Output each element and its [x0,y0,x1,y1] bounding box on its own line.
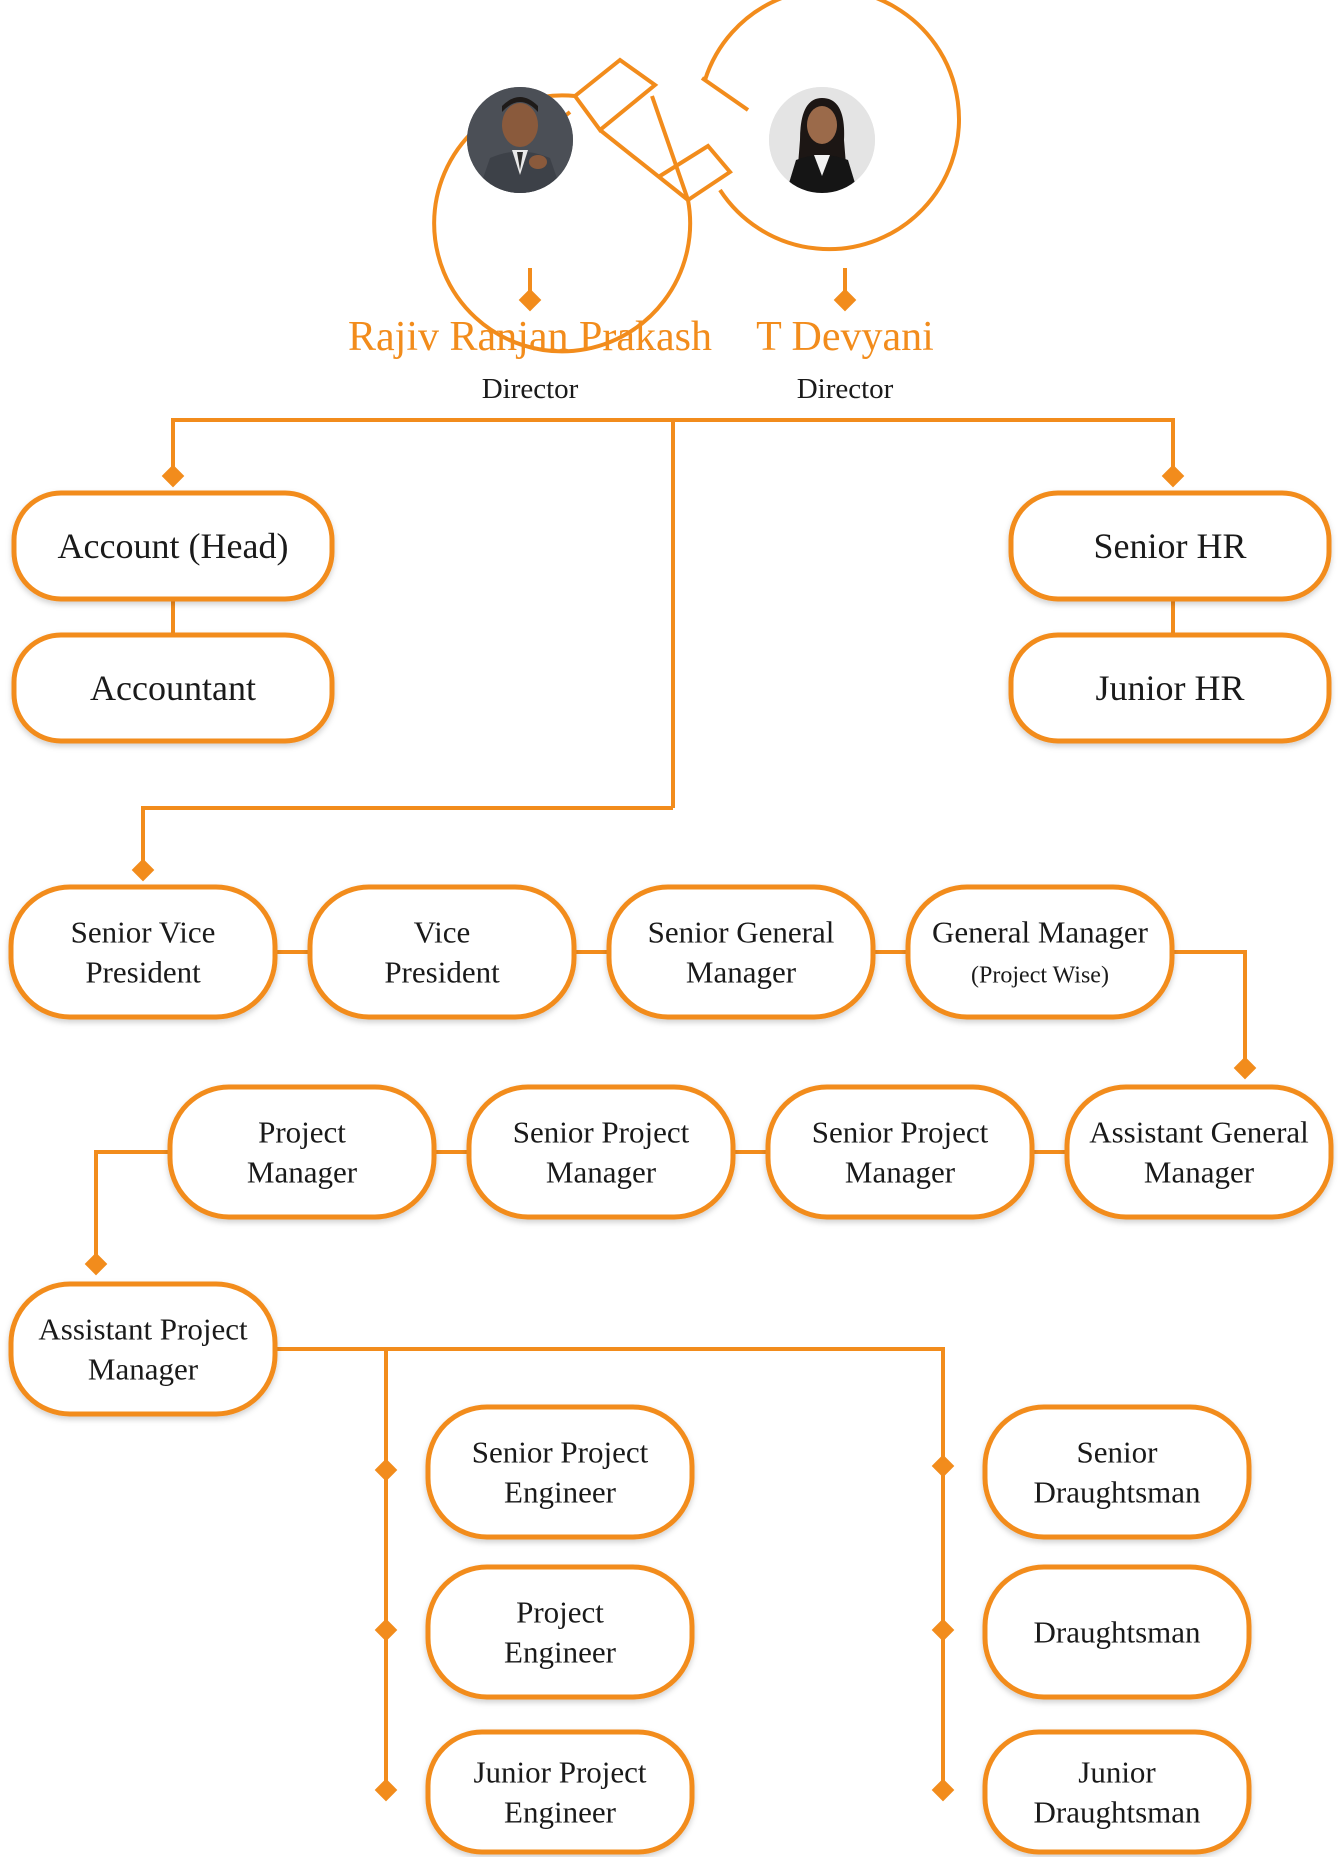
node-label: Manager [88,1351,199,1386]
node-box [606,884,876,1020]
node-label: Manager [247,1154,358,1189]
node-label: Account (Head) [58,526,289,566]
node-box [425,1404,695,1540]
node-label: Project [516,1595,604,1630]
node-label: Draughtsman [1033,1615,1201,1650]
connector-diamonds [84,464,1257,1802]
node-label: Senior Project [472,1435,649,1470]
node-label: Manager [1144,1154,1255,1189]
node-draughtsman: Draughtsman [982,1564,1252,1700]
node-box [167,1084,437,1220]
node-box [982,1729,1252,1855]
node-box [8,884,278,1020]
node-box [765,1084,1035,1220]
node-box [425,1729,695,1855]
node-label: Draughtsman [1033,1794,1201,1829]
director-name-1: Rajiv Ranjan Prakash [348,314,712,360]
node-label: Accountant [90,668,256,708]
node-label: Senior [1077,1435,1159,1470]
node-box [466,1084,736,1220]
node-label: Engineer [504,1634,617,1669]
node-box [1064,1084,1334,1220]
node-label: Senior Project [812,1115,989,1150]
node-account-head: Account (Head) [11,490,335,602]
connector-lines [94,418,1247,1790]
node-label: Draughtsman [1033,1474,1201,1509]
node-label: President [384,954,500,989]
node-accountant: Accountant [11,632,335,744]
node-label: Senior Vice [71,915,216,950]
node-box [11,632,335,744]
node-label: General Manager [932,915,1149,950]
node-junior-hr: Junior HR [1008,632,1332,744]
node-label: Assistant General [1089,1115,1309,1150]
node-label: Engineer [504,1794,617,1829]
node-label: Junior HR [1095,668,1244,708]
node-general-manager: General Manager (Project Wise) [905,884,1175,1020]
node-box [982,1404,1252,1540]
node-box [905,884,1175,1020]
node-label: Assistant Project [38,1312,248,1347]
infinity-logo [432,0,961,354]
node-box [1008,632,1332,744]
node-label: Senior Project [513,1115,690,1150]
node-box [8,1281,278,1417]
node-label: Vice [414,915,471,950]
node-label: (Project Wise) [971,962,1109,988]
node-label: Manager [546,1154,657,1189]
director-photo-devyani [769,87,875,193]
node-label: Project [258,1115,346,1150]
node-label: Junior Project [473,1755,646,1790]
node-box [982,1564,1252,1700]
node-label: President [85,954,201,989]
node-box [425,1564,695,1700]
node-box [307,884,577,1020]
director-role-1: Director [482,373,579,405]
director-role-2: Director [797,373,894,405]
director-name-2: T Devyani [756,314,934,360]
node-box [11,490,335,602]
node-box [1008,490,1332,602]
node-label: Junior [1078,1755,1156,1790]
node-senior-hr: Senior HR [1008,490,1332,602]
director-photo-rajiv [467,87,573,193]
node-label: Senior General [648,915,835,950]
node-label: Manager [686,954,797,989]
node-label: Manager [845,1154,956,1189]
node-label: Senior HR [1094,526,1247,566]
node-label: Engineer [504,1474,617,1509]
